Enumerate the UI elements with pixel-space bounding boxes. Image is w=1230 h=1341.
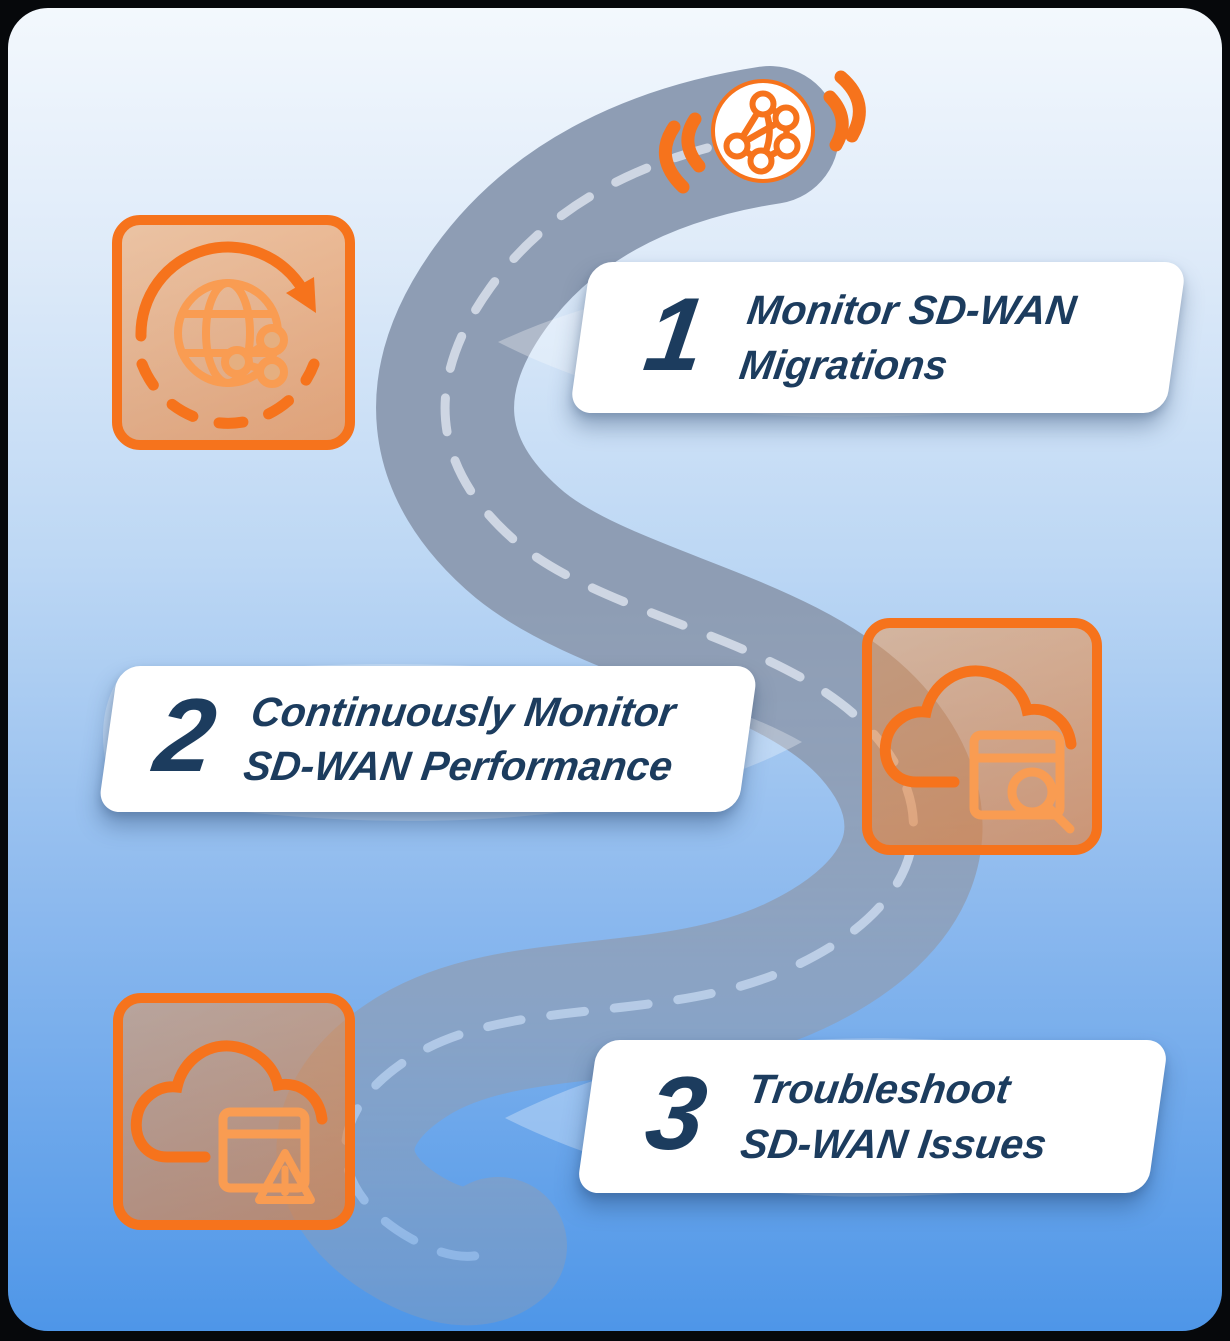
- share-nodes-icon: [221, 324, 288, 388]
- step-label-line2: SD-WAN Issues: [737, 1120, 1050, 1167]
- step-number: 3: [639, 1055, 714, 1172]
- icon-box-cloud-search: [862, 618, 1102, 855]
- network-mesh-icon: [723, 90, 801, 175]
- infographic-canvas: 1 Monitor SD-WAN Migrations 2 Continuous…: [8, 8, 1222, 1331]
- step-label-line1: Continuously Monitor: [248, 688, 679, 735]
- cloud-icon: [130, 1040, 328, 1163]
- step-label-line1: Monitor SD-WAN: [744, 287, 1079, 334]
- window-icon: [218, 1107, 310, 1193]
- cycle-arrow-icon: [135, 241, 320, 429]
- step-label: Continuously Monitor SD-WAN Performance: [240, 685, 684, 793]
- icon-box-cloud-warning: [113, 993, 355, 1230]
- step-label: Troubleshoot SD-WAN Issues: [737, 1062, 1058, 1170]
- signal-waves-icon: [658, 70, 866, 194]
- step-card-2: 2 Continuously Monitor SD-WAN Performanc…: [97, 666, 759, 812]
- icon-box-migration: [112, 215, 355, 450]
- step-card-3: 3 Troubleshoot SD-WAN Issues: [576, 1040, 1169, 1193]
- window-magnifier-icon: [969, 730, 1075, 834]
- step-number: 1: [638, 276, 713, 393]
- cloud-search-icon: [879, 665, 1077, 834]
- warning-triangle-icon: [255, 1149, 315, 1204]
- cloud-warning-icon: [130, 1040, 328, 1204]
- step-number: 2: [148, 678, 223, 794]
- cloud-icon: [879, 665, 1077, 788]
- step-label-line2: Migrations: [736, 341, 951, 388]
- step-label-line1: Troubleshoot: [745, 1066, 1014, 1113]
- step-label: Monitor SD-WAN Migrations: [736, 283, 1079, 391]
- globe-migration-icon: [135, 241, 320, 429]
- start-marker: [658, 70, 866, 194]
- step-label-line2: SD-WAN Performance: [240, 743, 676, 789]
- step-card-1: 1 Monitor SD-WAN Migrations: [569, 262, 1187, 413]
